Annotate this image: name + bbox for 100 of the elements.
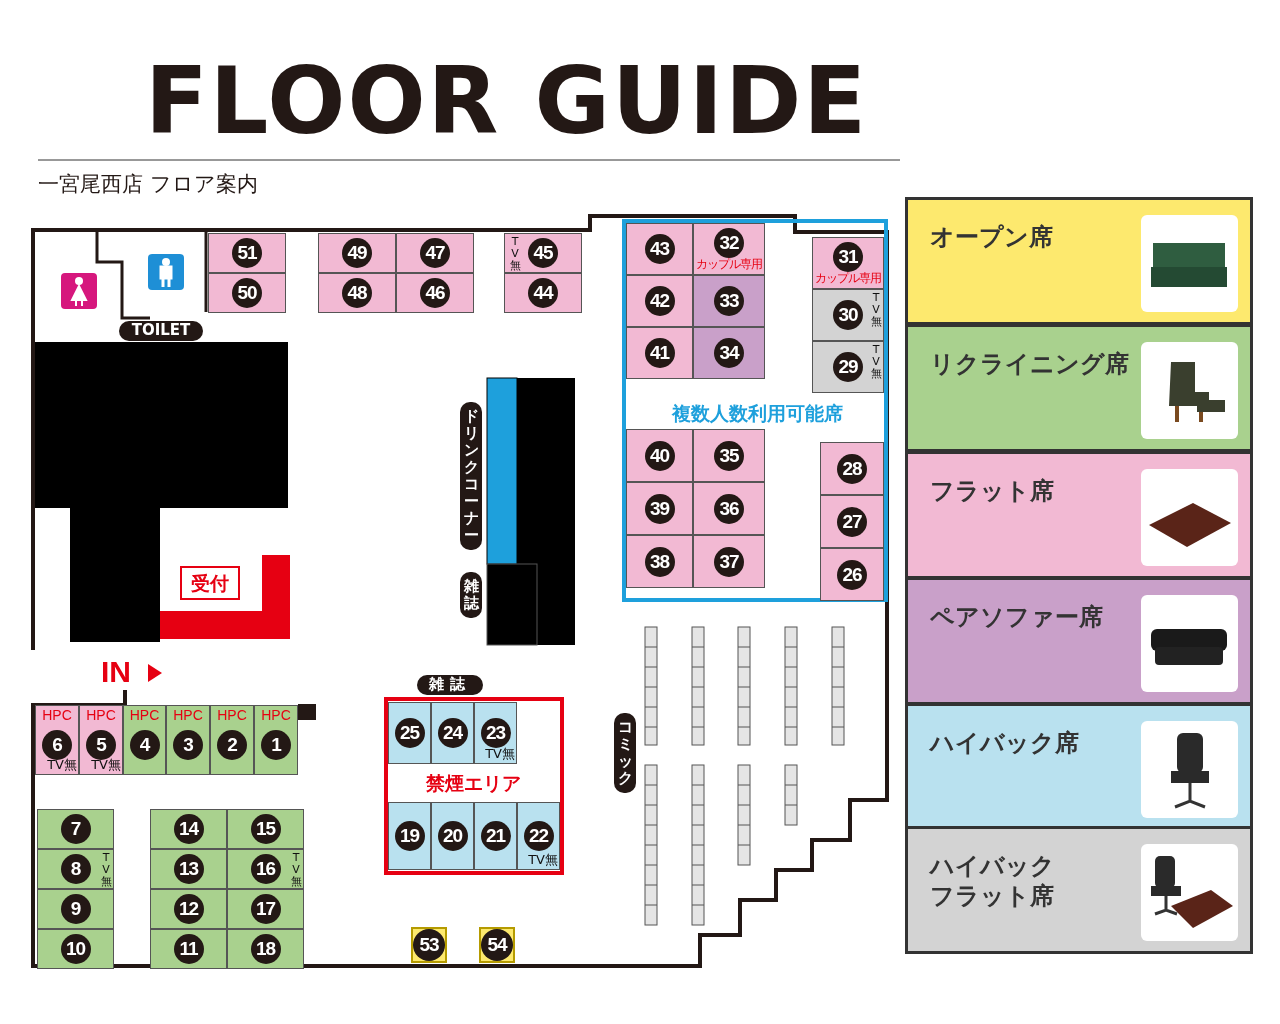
seat-number: 31 xyxy=(833,241,863,272)
seat-cell xyxy=(626,429,693,482)
seat-number: 38 xyxy=(644,546,675,577)
seat-cell xyxy=(150,849,227,889)
seat-number: 18 xyxy=(250,934,281,964)
legend-label: ペアソファー席 xyxy=(930,602,1103,632)
seat-number: 53 xyxy=(413,929,445,961)
seat-cell xyxy=(318,233,396,273)
seat-cell xyxy=(504,273,582,313)
seat-number: 20 xyxy=(437,821,468,851)
seat-cell xyxy=(693,223,765,275)
seat-cell xyxy=(431,702,474,764)
seat-number: 44 xyxy=(528,278,558,308)
seat-cell xyxy=(227,889,304,929)
entrance-label: IN xyxy=(101,655,131,689)
seat-number: 4 xyxy=(129,730,160,761)
seat-cell xyxy=(210,705,254,775)
area-label: ドリンクコーナー xyxy=(460,402,482,550)
seat-number: 43 xyxy=(644,234,675,264)
seat-cell xyxy=(35,705,79,775)
seating-area xyxy=(622,219,888,602)
seat-note: TV無 xyxy=(870,344,882,380)
subtitle: 一宮尾西店 フロア案内 xyxy=(38,171,258,198)
seat-number: 1 xyxy=(261,730,291,761)
seat-note: TV無 xyxy=(290,852,302,888)
legend-label: オープン席 xyxy=(930,222,1053,252)
seat-note: TV無 xyxy=(100,852,112,888)
seat-number: 47 xyxy=(420,238,450,268)
area-label: 雑誌 xyxy=(460,572,482,618)
seat-number: 27 xyxy=(837,506,867,537)
seat-number: 26 xyxy=(837,559,867,590)
seat-number: 49 xyxy=(342,238,372,268)
seat-tag: HPC xyxy=(211,707,253,723)
seat-cell xyxy=(227,809,304,849)
seat-cell xyxy=(396,273,474,313)
seat-note: カップル専用 xyxy=(695,256,763,273)
seat-cell xyxy=(504,233,582,273)
seat-number: 34 xyxy=(714,338,744,368)
seat-cell xyxy=(812,289,884,341)
seat-cell xyxy=(37,809,114,849)
seat-cell xyxy=(626,275,693,327)
seat-cell xyxy=(37,849,114,889)
seat-number: 14 xyxy=(173,814,204,844)
seat-number: 24 xyxy=(437,718,468,748)
area-label: コミック xyxy=(614,713,636,793)
area-label: TOILET xyxy=(119,321,203,341)
seat-tag: HPC xyxy=(36,707,78,723)
seat-cell xyxy=(693,429,765,482)
seat-cell xyxy=(208,233,286,273)
seat-cell xyxy=(388,802,431,870)
seat-number: 39 xyxy=(644,493,675,524)
seat-number: 19 xyxy=(394,821,425,851)
seat-cell xyxy=(123,705,166,775)
seat-cell xyxy=(227,849,304,889)
seat-cell xyxy=(820,442,884,495)
legend-label: ハイバック席 xyxy=(930,728,1079,758)
seat-number: 32 xyxy=(714,227,744,258)
seating-area xyxy=(384,697,564,875)
area-label: 雑誌 xyxy=(417,675,483,695)
seat-number: 29 xyxy=(833,352,863,382)
seat-cell xyxy=(626,223,693,275)
seat-cell xyxy=(254,705,298,775)
seat-number: 37 xyxy=(714,546,744,577)
seat-cell xyxy=(150,809,227,849)
seat-cell xyxy=(693,327,765,379)
seat-number: 30 xyxy=(833,300,863,330)
seat-number: 40 xyxy=(644,440,675,471)
seat-number: 35 xyxy=(714,440,744,471)
seat-number: 46 xyxy=(420,278,450,308)
seat-cell xyxy=(79,705,123,775)
seat-cell xyxy=(626,327,693,379)
seat-cell xyxy=(208,273,286,313)
seat-cell xyxy=(37,929,114,969)
seat-number: 23 xyxy=(480,718,511,748)
seat-number: 15 xyxy=(250,814,281,844)
area-title: 禁煙エリア xyxy=(426,771,521,796)
seat-cell xyxy=(626,535,693,588)
seat-cell xyxy=(388,702,431,764)
seat-number: 54 xyxy=(481,929,513,961)
seat-cell xyxy=(166,705,210,775)
seat-cell xyxy=(820,548,884,601)
seat-note: TV無 xyxy=(528,851,558,869)
seat-cell xyxy=(693,482,765,535)
seat-number: 36 xyxy=(714,493,744,524)
seat-number: 48 xyxy=(342,278,372,308)
seat-number: 17 xyxy=(250,894,281,924)
seat-cell xyxy=(474,802,517,870)
seat-number: 41 xyxy=(644,338,675,368)
seat-cell xyxy=(812,341,884,393)
seat-number: 33 xyxy=(714,286,744,316)
seat-cell xyxy=(396,233,474,273)
seat-cell xyxy=(150,889,227,929)
seat-number: 9 xyxy=(60,894,91,924)
seat-cell xyxy=(693,535,765,588)
seat-cell xyxy=(812,237,884,289)
seat-number: 12 xyxy=(173,894,204,924)
seat-note: TV無 xyxy=(485,745,515,763)
seat-note: TV無 xyxy=(509,236,521,272)
seat-tag: HPC xyxy=(167,707,209,723)
seat-tag: HPC xyxy=(80,707,122,723)
